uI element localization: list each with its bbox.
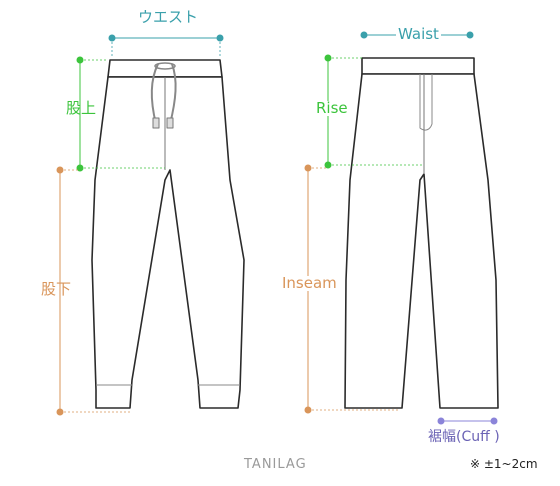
left-inseam-label: 股下 [41,280,72,298]
right-cuff-measure [437,417,498,425]
left-rise-measure [76,56,165,172]
left-waist-label: ウエスト [138,8,199,26]
tolerance-note: ※ ±1~2cm [470,457,538,471]
right-inseam-label: Inseam [282,274,337,292]
right-cuff-label: 裾幅(Cuff ) [428,429,500,445]
left-inseam-measure [56,166,132,416]
right-rise-label: Rise [316,99,348,117]
left-rise-label: 股上 [66,99,97,117]
brand-watermark: TANILAG [244,457,307,472]
left-pants-illustration [91,59,245,409]
right-waist-label: Waist [396,25,441,43]
right-pants-illustration [344,57,499,409]
left-waist-measure [108,34,224,58]
